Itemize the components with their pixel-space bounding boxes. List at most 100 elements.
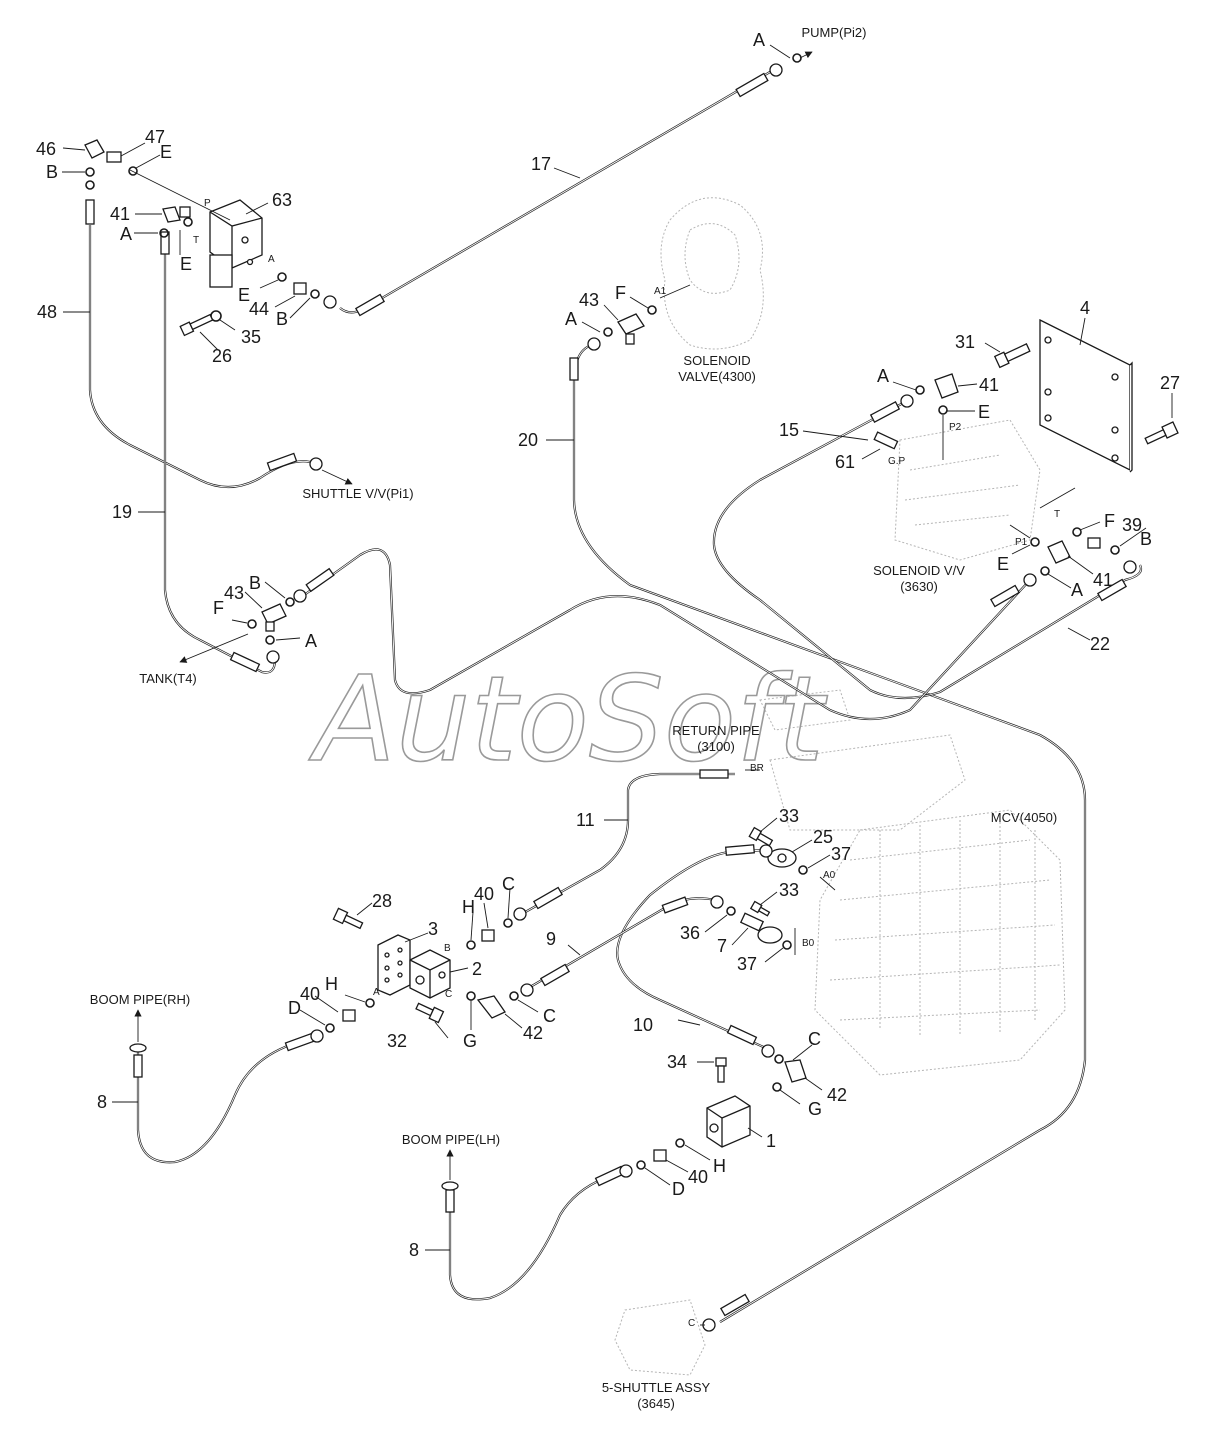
callout-7: 7 — [717, 936, 727, 956]
callout-37b: 37 — [737, 954, 757, 974]
callout-40b: 40 — [300, 984, 320, 1004]
callout-c1: C — [502, 874, 515, 894]
callout-h1: H — [462, 897, 475, 917]
callout-48: 48 — [37, 302, 57, 322]
flange-25 — [767, 848, 797, 868]
components — [84, 53, 1179, 1332]
callout-3: 3 — [428, 919, 438, 939]
callout-8a: 8 — [97, 1092, 107, 1112]
callout-a4: A — [1071, 580, 1083, 600]
callout-g2: G — [808, 1099, 822, 1119]
nut-17 — [323, 295, 337, 309]
callout-44: 44 — [249, 299, 269, 319]
callout-4: 4 — [1080, 298, 1090, 318]
elbow-42-right — [784, 1059, 807, 1083]
bolt-26 — [179, 313, 214, 337]
callout-47: 47 — [145, 127, 165, 147]
callout-f3: F — [213, 598, 224, 618]
callout-c3: C — [808, 1029, 821, 1049]
ghost-components — [614, 197, 1066, 1376]
fitting-40-upper — [481, 929, 495, 942]
callout-63: 63 — [272, 190, 292, 210]
bolt-34 — [715, 1057, 727, 1083]
callout-a-pump: A — [753, 30, 765, 50]
split-flange-7 — [739, 912, 765, 932]
callout-11: 11 — [576, 810, 595, 830]
tee-43-upper — [617, 313, 645, 345]
callout-a3: A — [877, 366, 889, 386]
oring-e2 — [183, 217, 193, 227]
callout-33b: 33 — [779, 880, 799, 900]
arrow-pump — [799, 51, 813, 59]
arrow-tank — [179, 633, 249, 663]
return-pipe-body — [759, 689, 966, 831]
callout-e4: E — [978, 402, 990, 422]
port-63-t: T — [193, 235, 199, 246]
fitting-40-left — [342, 1009, 356, 1022]
solenoid-vv-body — [894, 419, 1041, 561]
port-labels: P T A A1 P2 G.P T P1 BR A0 B0 B A C C — [193, 198, 1060, 1329]
solenoid-valve-body — [660, 197, 764, 350]
bolt-32 — [415, 1002, 445, 1024]
callout-61: 61 — [835, 452, 855, 472]
caption-pump: PUMP(Pi2) — [801, 25, 866, 40]
caption-return-pipe-2: (3100) — [697, 739, 735, 754]
callout-17: 17 — [531, 154, 551, 174]
port-63-a: A — [268, 254, 275, 265]
port-p2: P2 — [949, 422, 962, 433]
port-p1: P1 — [1015, 537, 1028, 548]
callout-e3: E — [238, 285, 250, 305]
oring-b1 — [85, 167, 95, 177]
oring-b1b — [85, 180, 95, 190]
callout-43b: 43 — [224, 583, 244, 603]
caption-tank: TANK(T4) — [139, 671, 197, 686]
oring-a1 — [159, 228, 169, 238]
callout-46: 46 — [36, 139, 56, 159]
callout-b4: B — [249, 573, 261, 593]
caption-solenoid-valve-1: SOLENOID — [683, 353, 750, 368]
port-shuttle-c: C — [688, 1318, 695, 1329]
shuttle-assy-body — [614, 1299, 706, 1376]
mcv-body — [814, 809, 1066, 1076]
callout-41a: 41 — [110, 204, 130, 224]
oring-e3 — [277, 272, 287, 282]
callout-37a: 37 — [831, 844, 851, 864]
bolt-33-lower — [749, 900, 771, 917]
callout-40a: 40 — [474, 884, 494, 904]
boom-lh-fitting — [441, 1181, 459, 1191]
callout-43a: 43 — [579, 290, 599, 310]
callout-b2: B — [276, 309, 288, 329]
callout-1: 1 — [766, 1131, 776, 1151]
port-a0: A0 — [823, 870, 836, 881]
port-block-c: C — [445, 989, 452, 1000]
callout-b3: B — [1140, 529, 1152, 549]
callout-15: 15 — [779, 420, 799, 440]
callout-36: 36 — [680, 923, 700, 943]
callout-e1: E — [160, 142, 172, 162]
hose-48 — [88, 225, 311, 489]
elbow-41-lower — [1047, 540, 1071, 564]
callout-a2: A — [565, 309, 577, 329]
tee-43-lower — [261, 603, 287, 632]
callout-d1: D — [288, 998, 301, 1018]
callout-9: 9 — [546, 929, 556, 949]
callout-8b: 8 — [409, 1240, 419, 1260]
callout-42a: 42 — [523, 1023, 543, 1043]
oring-b2 — [310, 289, 320, 299]
callout-22: 22 — [1090, 634, 1110, 654]
callout-40c: 40 — [688, 1167, 708, 1187]
valve-63 — [209, 199, 263, 288]
callout-27: 27 — [1160, 373, 1180, 393]
callout-20: 20 — [518, 430, 538, 450]
callout-41b: 41 — [979, 375, 999, 395]
callout-39: 39 — [1122, 515, 1142, 535]
fitting-39 — [1087, 537, 1101, 549]
port-br: BR — [750, 763, 764, 774]
caption-shuttle: SHUTTLE V/V(Pi1) — [302, 486, 413, 501]
elbow-42-left — [476, 995, 506, 1019]
elbow-46 — [84, 139, 122, 163]
oring-e1 — [128, 166, 138, 176]
leader-lines — [62, 44, 1173, 1326]
caption-mcv: MCV(4050) — [991, 810, 1057, 825]
